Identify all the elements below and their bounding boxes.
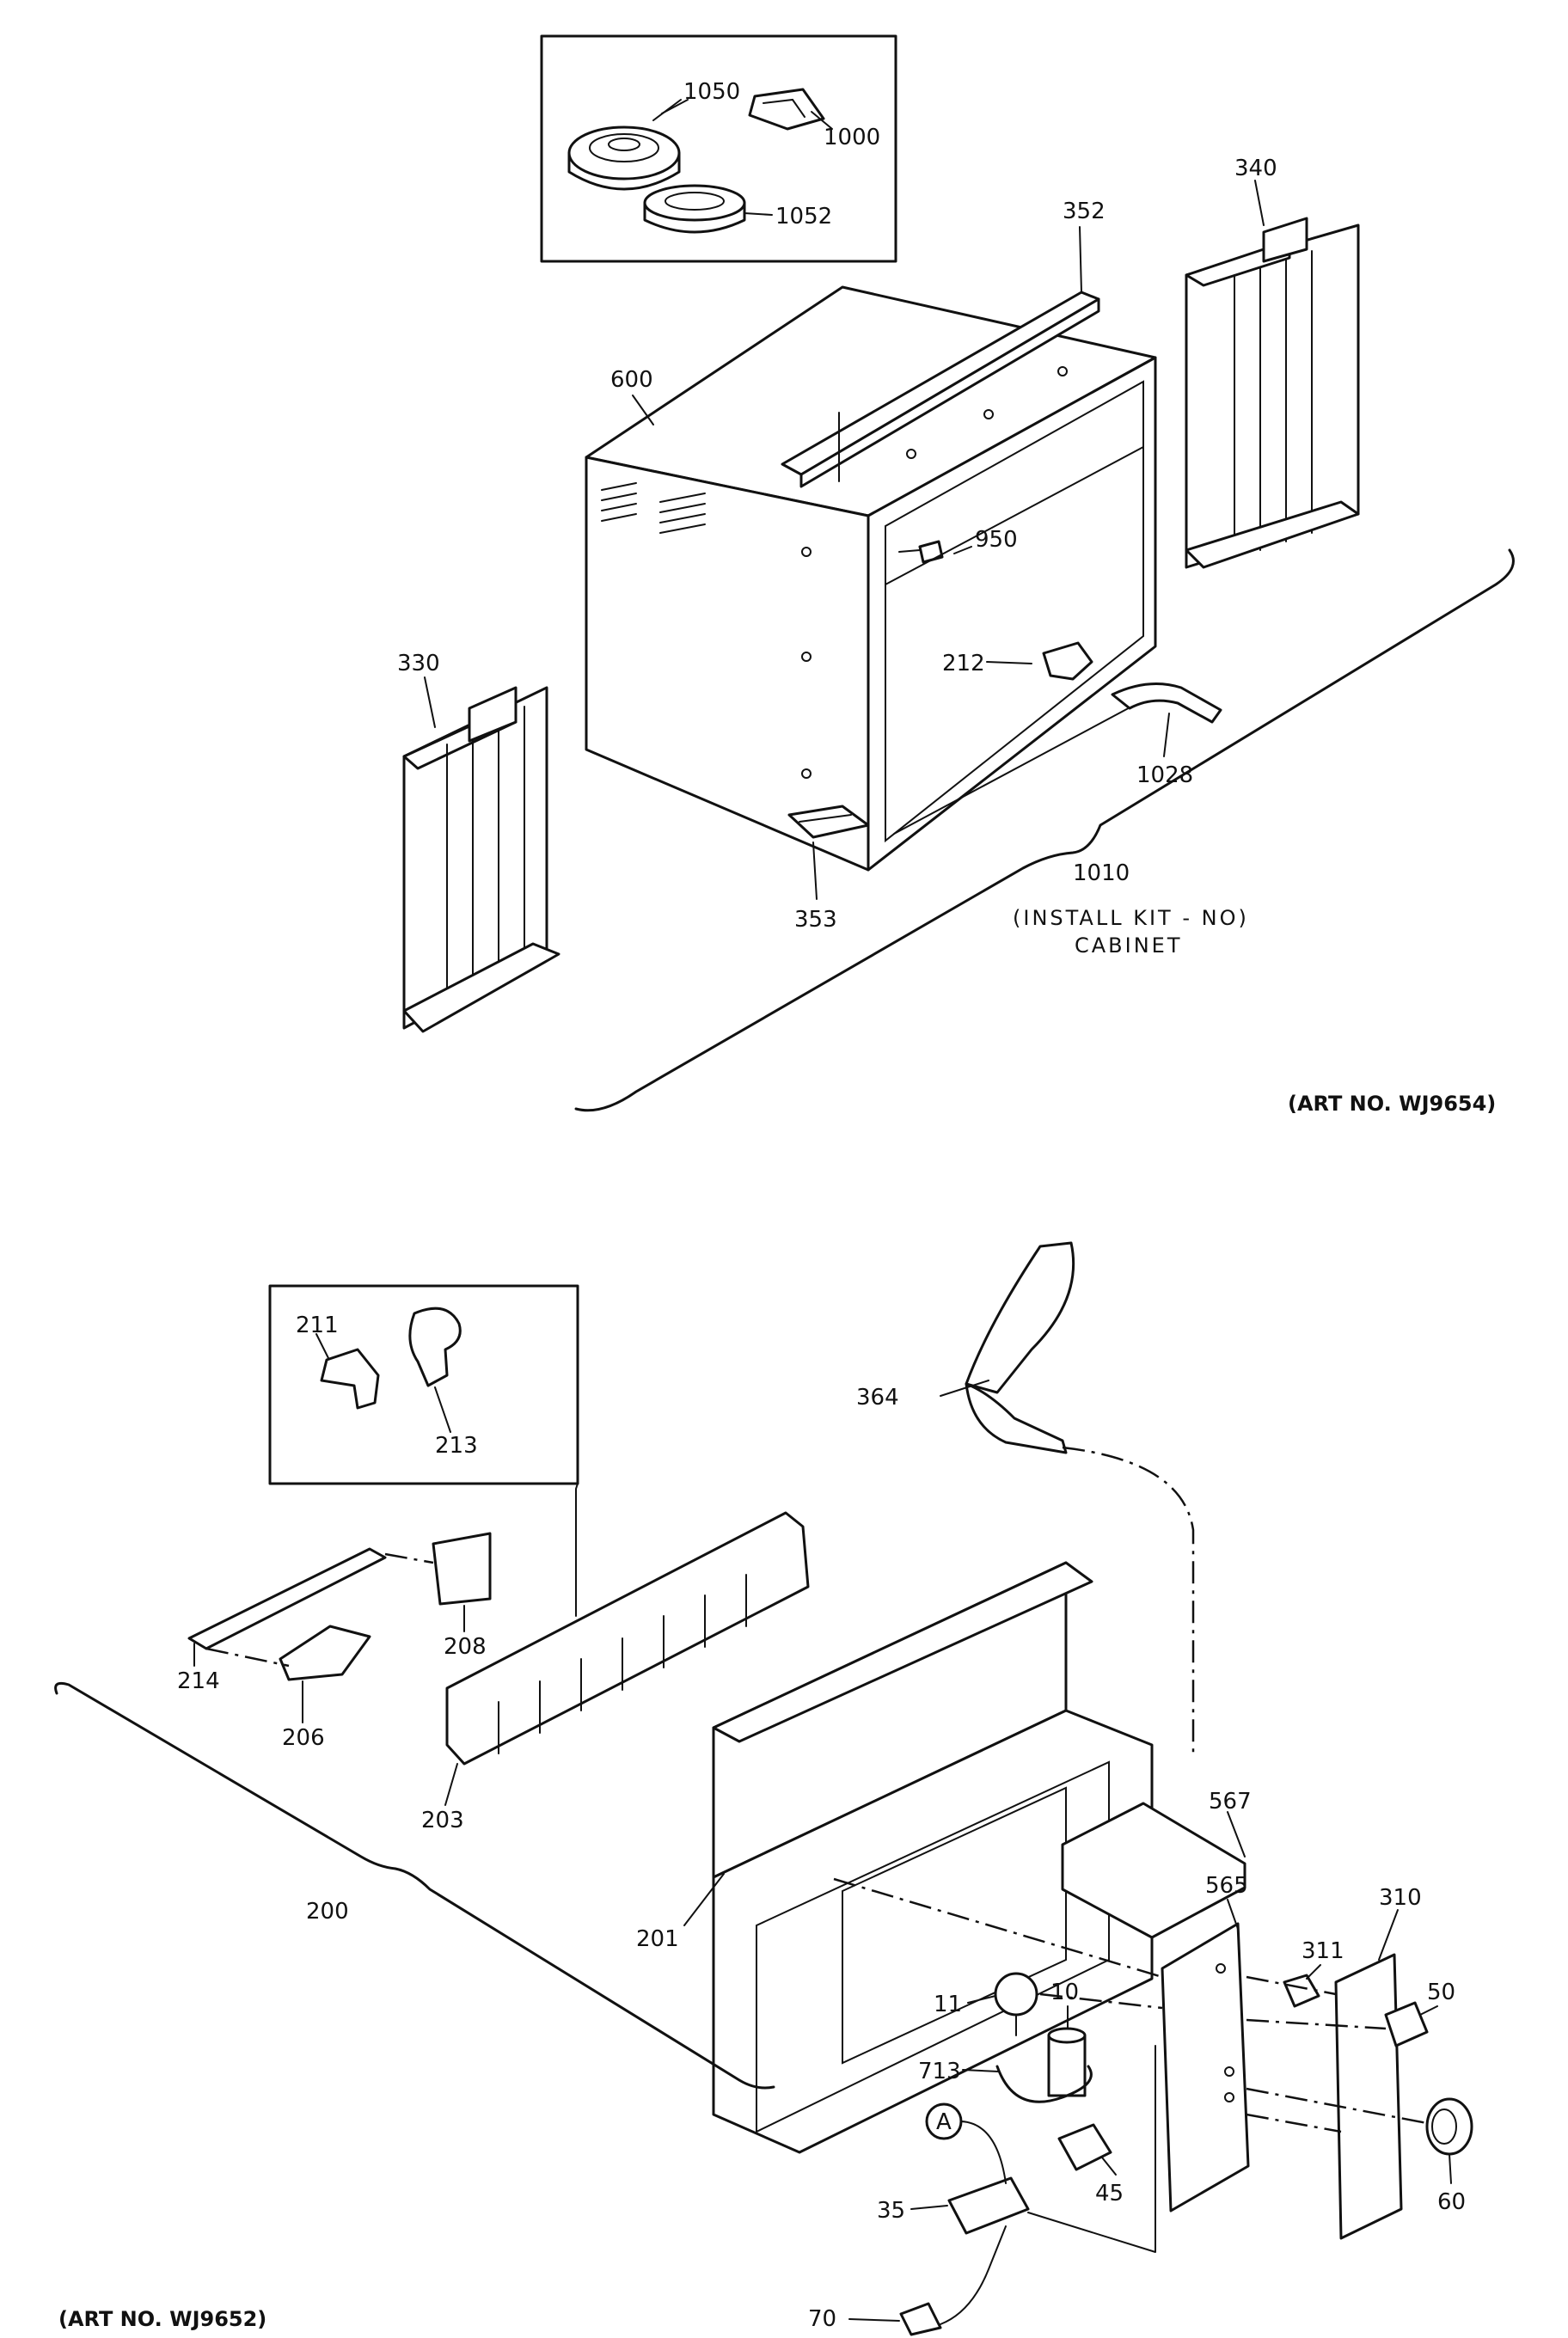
- part-950-screw: [898, 540, 944, 564]
- label-212: 212: [942, 651, 985, 676]
- art-no-top: (ART NO. WJ9654): [1288, 1092, 1496, 1116]
- label-203: 203: [421, 1808, 464, 1833]
- part-1052-tape-roll: [643, 184, 746, 234]
- part-340-side-panel: [1185, 217, 1360, 569]
- part-213-clip: [408, 1307, 462, 1387]
- label-45: 45: [1095, 2181, 1124, 2206]
- part-352-top-rail: [781, 291, 1100, 488]
- label-311: 311: [1302, 1938, 1344, 1964]
- part-11-thermostat: [994, 1972, 1038, 2036]
- part-211-clip: [320, 1348, 380, 1410]
- part-60-knob: [1425, 2097, 1473, 2156]
- part-208-hinge: [432, 1532, 492, 1606]
- part-1050-gasket-roll: [567, 125, 681, 191]
- part-70-plug: [899, 2302, 942, 2336]
- art-no-bottom: (ART NO. WJ9652): [58, 2307, 266, 2331]
- label-713: 713: [918, 2059, 961, 2084]
- label-330: 330: [397, 651, 440, 676]
- label-567: 567: [1209, 1789, 1252, 1815]
- inset-box-tape-kit: [540, 34, 897, 263]
- label-340: 340: [1234, 156, 1277, 181]
- part-45-terminal-block: [1057, 2123, 1112, 2171]
- label-1010: 1010: [1073, 860, 1130, 886]
- part-10-capacitor: [1047, 2027, 1087, 2097]
- kit-bracket: [574, 548, 1515, 1112]
- part-330-side-panel: [402, 686, 560, 1033]
- label-352: 352: [1063, 199, 1106, 224]
- label-1028: 1028: [1136, 762, 1193, 788]
- part-567-tray: [1061, 1802, 1246, 1939]
- label-950: 950: [975, 527, 1018, 553]
- label-60: 60: [1437, 2189, 1466, 2215]
- cabinet-note: CABINET: [1075, 933, 1183, 958]
- part-713-strap: [995, 2065, 1093, 2103]
- part-50-rocker-switch: [1384, 2001, 1429, 2047]
- cabinet-assembly: 1050 1000 1052 352 340 600 950 330 212 1…: [397, 34, 1515, 1116]
- label-208: 208: [444, 1634, 487, 1660]
- part-212-clip: [1042, 641, 1093, 681]
- part-35-cord-plug-block: [947, 2176, 1030, 2235]
- label-565: 565: [1205, 1873, 1248, 1899]
- install-kit-note: (INSTALL KIT - NO): [1013, 906, 1249, 930]
- label-364: 364: [856, 1385, 899, 1411]
- label-201: 201: [636, 1926, 679, 1952]
- label-353: 353: [794, 907, 837, 933]
- label-11: 11: [934, 1992, 962, 2017]
- label-70: 70: [808, 2306, 836, 2332]
- label-310: 310: [1379, 1885, 1422, 1911]
- label-35: 35: [877, 2198, 905, 2224]
- part-364-bracket: [965, 1241, 1075, 1454]
- part-565-control-bracket: [1161, 1922, 1250, 2213]
- part-311-pushbutton: [1283, 1974, 1320, 2008]
- part-600-cabinet: [585, 285, 1157, 872]
- front-controls-assembly: 211 213 364 208 214 206 203 567 200 201 …: [54, 1241, 1473, 2336]
- part-353-bottom-rail: [787, 805, 870, 839]
- label-1000: 1000: [824, 125, 880, 150]
- part-1028-clip: [1111, 682, 1222, 724]
- label-211: 211: [296, 1313, 339, 1338]
- label-50: 50: [1427, 1980, 1455, 2005]
- inset-box-clips: [268, 1284, 579, 1485]
- part-310-front-plate: [1334, 1953, 1403, 2240]
- label-206: 206: [282, 1725, 325, 1751]
- label-214: 214: [177, 1668, 220, 1694]
- label-213: 213: [435, 1433, 478, 1459]
- label-a: A: [936, 2109, 952, 2135]
- part-203-louver-grille: [445, 1511, 810, 1766]
- part-1000-pad: [748, 88, 825, 131]
- label-1052: 1052: [775, 204, 832, 230]
- part-214-rail: [187, 1547, 387, 1650]
- assembly-bracket: [54, 1681, 775, 2090]
- label-600: 600: [610, 367, 653, 393]
- label-10: 10: [1050, 1980, 1079, 2005]
- label-1050: 1050: [683, 79, 740, 105]
- part-201-front-panel: [712, 1561, 1154, 2154]
- part-206-hinge: [279, 1625, 371, 1681]
- label-200: 200: [306, 1899, 349, 1925]
